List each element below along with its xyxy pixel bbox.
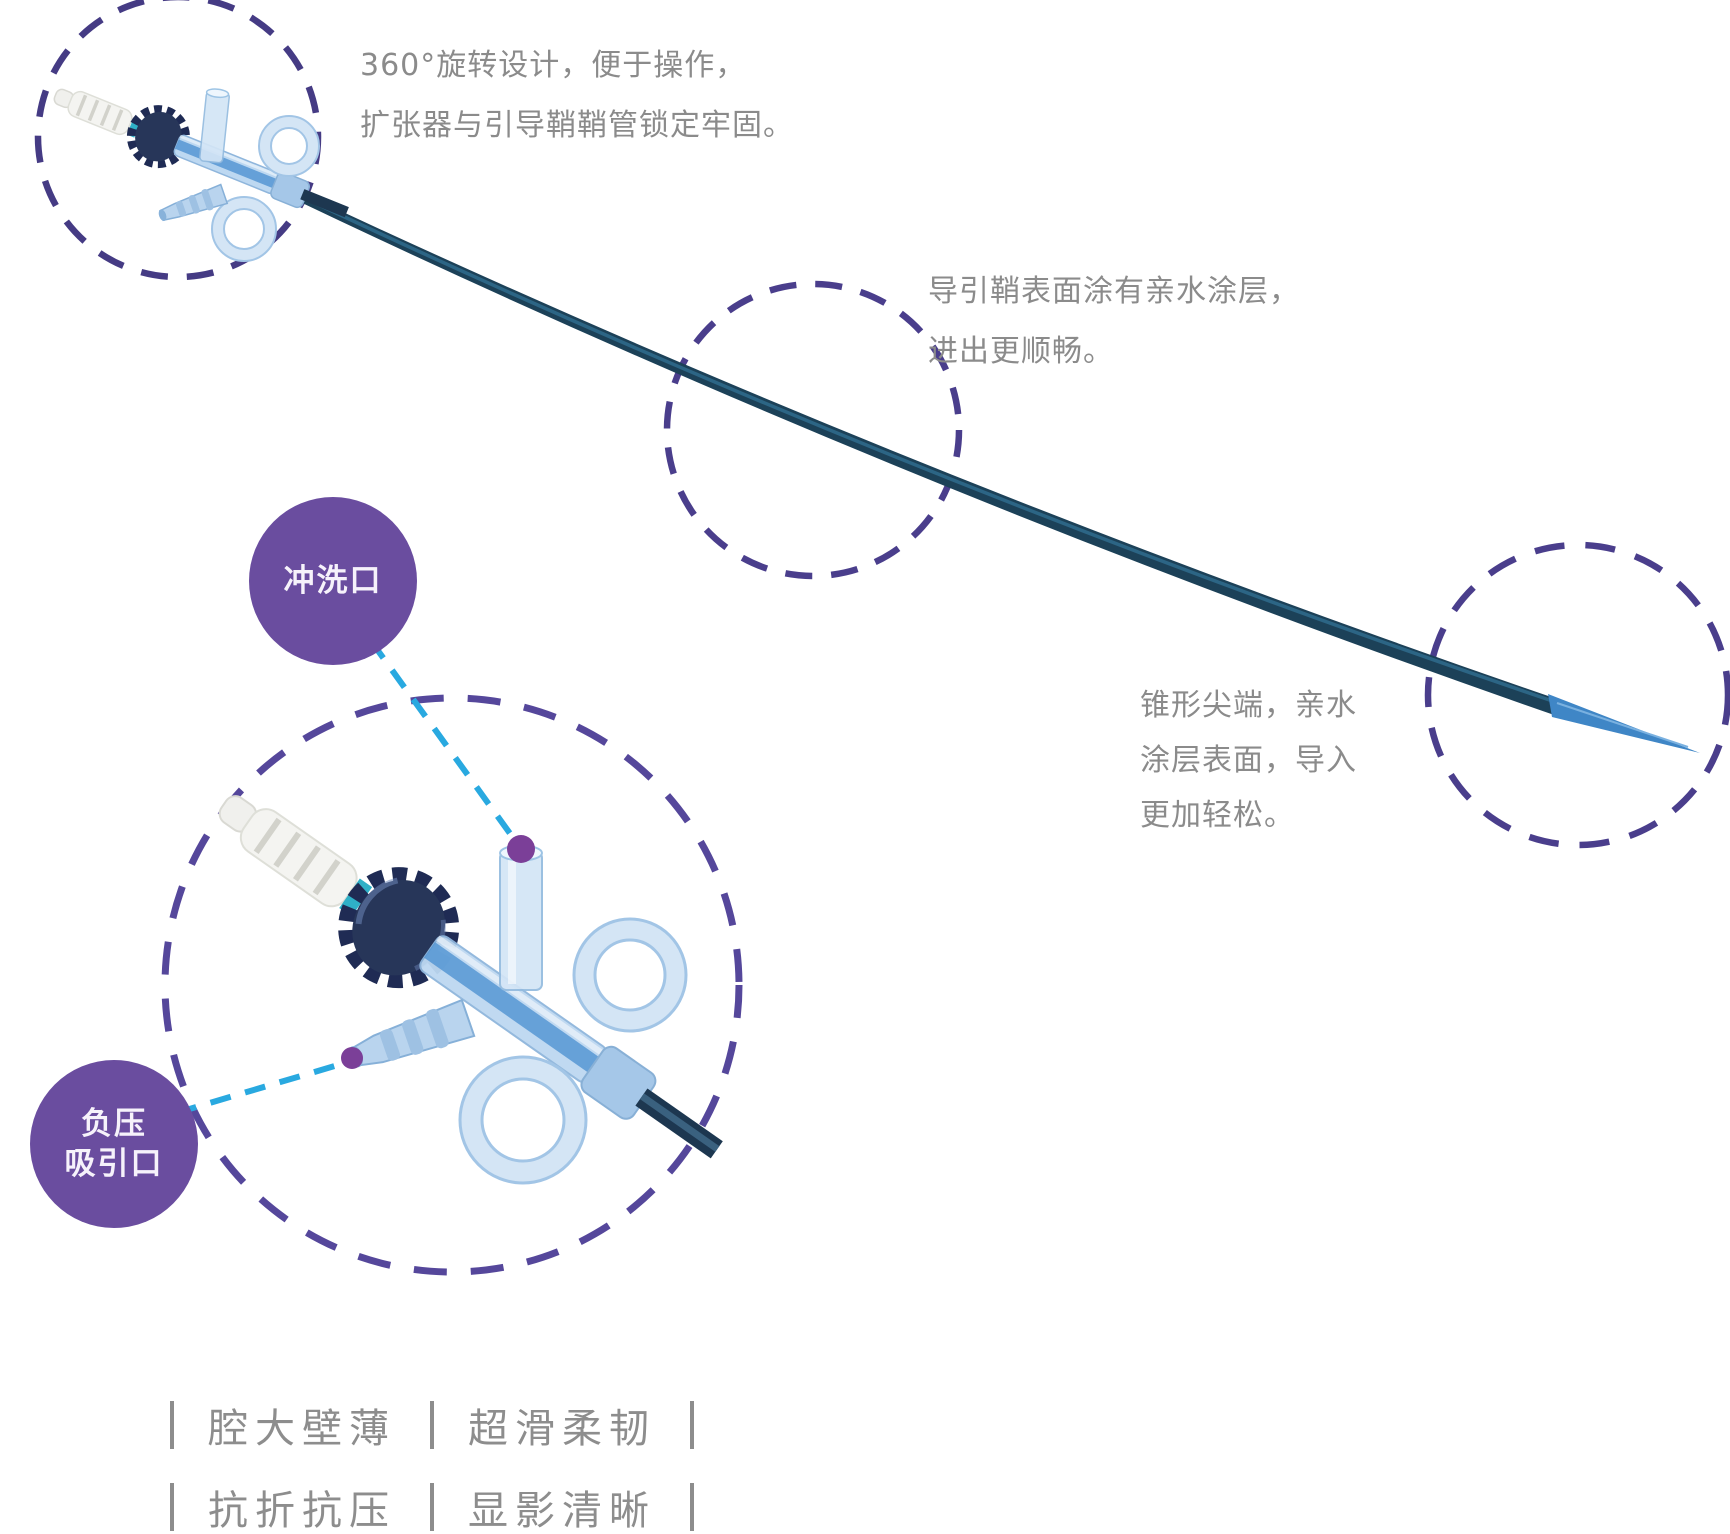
annotation-rotation-line2: 扩张器与引导鞘鞘管锁定牢固。: [360, 108, 794, 143]
feature-label: 腔大壁薄: [208, 1406, 396, 1452]
dilator-cap: [67, 90, 133, 136]
highlight-circle-hub-enlarged: [161, 694, 743, 1276]
hub-body-glint: [436, 935, 608, 1059]
feature-label: 超滑柔韧: [468, 1406, 656, 1452]
feature-list: 腔大壁薄 超滑柔韧 抗折抗压 显影清晰: [170, 1396, 694, 1534]
rotating-lock-ring-body: [352, 879, 446, 976]
feature-row-2: 抗折抗压 显影清晰: [170, 1478, 694, 1534]
feature-divider: [690, 1483, 694, 1531]
annotation-tip-line1: 锥形尖端，亲水: [1140, 688, 1357, 723]
dilator-cap-ribs: [75, 94, 124, 131]
feature-divider: [690, 1401, 694, 1449]
flush-port-marker-dot: [507, 835, 535, 863]
lock-ring-highlight: [355, 877, 399, 925]
annotation-coating-line1: 导引鞘表面涂有亲水涂层，: [928, 274, 1300, 309]
shaft-stub: [300, 189, 349, 218]
annotation-tip: 锥形尖端，亲水 涂层表面，导入 更加轻松。: [1140, 678, 1357, 843]
flush-tube: [499, 851, 543, 991]
barb-ridge: [201, 188, 214, 211]
leader-line-suction: [175, 1059, 349, 1116]
dilator-cap-ribs: [253, 817, 341, 896]
finger-ring-upper-outline: [258, 115, 320, 177]
barb-ridge: [379, 1028, 400, 1061]
rotating-lock-ring-body: [135, 111, 182, 162]
feature-label: 显影清晰: [468, 1488, 656, 1534]
suction-port-marker-dot: [341, 1047, 363, 1069]
annotation-tip-line2: 涂层表面，导入: [1140, 743, 1357, 778]
finger-ring-lower: [461, 1058, 585, 1182]
annotation-coating: 导引鞘表面涂有亲水涂层， 进出更顺畅。: [928, 262, 1300, 382]
highlight-circle-shaft: [663, 280, 963, 580]
annotation-tip-line3: 更加轻松。: [1140, 798, 1295, 833]
feature-row-1: 腔大壁薄 超滑柔韧: [170, 1396, 694, 1454]
dilator-cap: [239, 808, 358, 908]
hub-device-enlarged: [218, 795, 723, 1185]
shaft-stub-core: [639, 1093, 720, 1152]
leader-line-flush: [368, 639, 517, 841]
feature-divider: [170, 1483, 174, 1531]
annotation-coating-line2: 进出更顺畅。: [928, 334, 1114, 369]
feature-divider: [170, 1401, 174, 1449]
finger-ring-lower-outline: [211, 196, 277, 262]
feature-label: 抗折抗压: [208, 1488, 396, 1534]
flush-port-label: 冲洗口: [283, 562, 383, 599]
sheath-shaft-highlight: [299, 194, 1571, 709]
finger-ring-upper: [575, 920, 685, 1030]
barb-ridge: [425, 1008, 449, 1049]
finger-ring-upper-outline: [572, 917, 688, 1033]
sheath-shaft: [298, 191, 1560, 717]
annotation-rotation: 360°旋转设计，便于操作， 扩张器与引导鞘鞘管锁定牢固。: [360, 36, 794, 156]
finger-ring-upper: [259, 116, 319, 176]
suction-port-label-line2: 吸引口: [64, 1146, 164, 1182]
suction-port-label-line1: 负压: [81, 1105, 147, 1142]
suction-port-opening: [158, 209, 167, 221]
hub-body-core: [424, 942, 603, 1076]
tapered-tip-glint: [1556, 702, 1689, 748]
finger-ring-upper-inner: [270, 127, 308, 165]
feature-divider: [430, 1483, 434, 1531]
barb-ridge: [175, 200, 187, 217]
finger-ring-lower: [212, 197, 276, 261]
feature-divider: [430, 1401, 434, 1449]
finger-ring-lower-outline: [458, 1055, 588, 1185]
highlight-circle-tip: [1424, 541, 1730, 849]
annotation-rotation-line1: 360°旋转设计，便于操作，: [360, 48, 747, 83]
finger-ring-lower-inner: [480, 1077, 566, 1163]
finger-ring-upper-inner: [593, 938, 667, 1012]
hub-device-small: [53, 88, 349, 262]
suction-port-badge: 负压 吸引口: [30, 1060, 198, 1228]
barb-ridge: [188, 194, 200, 214]
barb-ridge: [402, 1019, 424, 1055]
flush-tube-mouth: [205, 88, 230, 99]
finger-ring-lower-inner: [223, 208, 265, 250]
flush-tube-glint: [508, 858, 516, 984]
flush-port-badge: 冲洗口: [249, 497, 417, 665]
